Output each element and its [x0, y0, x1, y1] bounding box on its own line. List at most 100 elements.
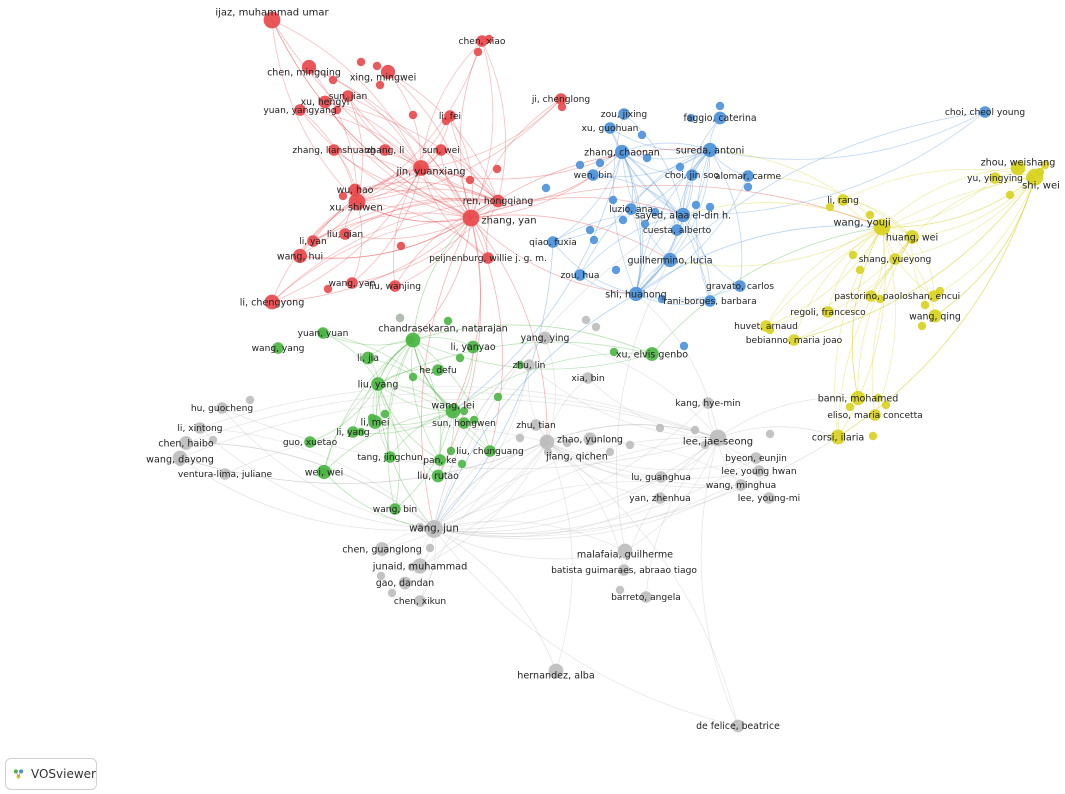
node-pastorino[interactable] — [865, 290, 877, 302]
node-jiangqc[interactable] — [539, 434, 555, 450]
node-sunjian[interactable] — [342, 90, 354, 102]
node-ventura[interactable] — [219, 468, 231, 480]
node-liyang[interactable] — [347, 426, 359, 438]
node-huangwei[interactable] — [905, 230, 919, 244]
node-chenxiao[interactable] — [476, 35, 488, 47]
node-choicy[interactable] — [979, 106, 991, 118]
node-defelice[interactable] — [731, 719, 745, 733]
node-chenmq[interactable] — [301, 59, 317, 75]
node-tangjc[interactable] — [384, 451, 396, 463]
node-faggio[interactable] — [713, 111, 727, 125]
node-regoli[interactable] — [822, 306, 834, 318]
node-xusw[interactable] — [348, 193, 366, 211]
node-licy[interactable] — [264, 294, 280, 310]
node-yuanyy[interactable] — [294, 104, 306, 116]
node-liuwj[interactable] — [389, 280, 401, 292]
node-zhouws[interactable] — [1010, 160, 1026, 176]
node-zhangyan[interactable] — [462, 209, 480, 227]
node-huguo[interactable] — [216, 402, 228, 414]
node-xiabin[interactable] — [582, 372, 594, 384]
node-wangmh[interactable] — [735, 479, 747, 491]
node-liyan[interactable] — [307, 235, 319, 247]
node-wenbin[interactable] — [587, 169, 599, 181]
node-xugh[interactable] — [604, 122, 616, 134]
node-chandra[interactable] — [405, 332, 421, 348]
node-luzio[interactable] — [625, 203, 637, 215]
node-zhaoyl[interactable] — [583, 432, 597, 446]
node-guilh[interactable] — [662, 252, 678, 268]
node-chenxk[interactable] — [414, 595, 426, 607]
node-cuesta[interactable] — [671, 224, 683, 236]
node-leeyh[interactable] — [753, 465, 765, 477]
node-banni[interactable] — [850, 390, 866, 406]
node-lixt[interactable] — [194, 422, 206, 434]
node-liucg[interactable] — [484, 445, 496, 457]
node-ijaz[interactable] — [263, 11, 281, 29]
node-zhangcn[interactable] — [614, 144, 630, 160]
node-wangyang[interactable] — [272, 342, 284, 354]
node-leeym[interactable] — [763, 492, 775, 504]
node-barreto[interactable] — [640, 591, 652, 603]
node-wangjun[interactable] — [425, 520, 443, 538]
node-yangying[interactable] — [538, 331, 552, 345]
node-yuanyuan[interactable] — [317, 327, 329, 339]
node-sunwei[interactable] — [435, 144, 447, 156]
node-shiwei[interactable] — [1026, 168, 1044, 186]
node-liuqian[interactable] — [339, 228, 351, 240]
node-yuyy[interactable] — [989, 172, 1001, 184]
node-choijs[interactable] — [686, 169, 698, 181]
node-rani[interactable] — [704, 295, 716, 307]
node-liuyang[interactable] — [371, 377, 385, 391]
node-malafaia[interactable] — [617, 543, 633, 559]
node-xuhy[interactable] — [318, 95, 332, 109]
node-leejs[interactable] — [709, 429, 727, 447]
node-chenhb[interactable] — [179, 436, 193, 450]
node-renhq[interactable] — [491, 194, 505, 208]
node-eliso[interactable] — [869, 409, 881, 421]
node-lirang[interactable] — [837, 194, 849, 206]
node-kanghm[interactable] — [702, 397, 714, 409]
node-chengl[interactable] — [375, 542, 389, 556]
node-hernandez[interactable] — [548, 663, 564, 679]
node-gaodd[interactable] — [398, 576, 412, 590]
node-zouhua[interactable] — [574, 269, 586, 281]
node-zhangli[interactable] — [379, 144, 391, 156]
node-limei[interactable] — [368, 415, 382, 429]
node-shangyy[interactable] — [889, 253, 901, 265]
node-xuelvis[interactable] — [645, 347, 659, 361]
node-zoujx[interactable] — [618, 108, 630, 120]
node-liyanyao[interactable] — [466, 340, 480, 354]
node-sureda[interactable] — [702, 142, 718, 158]
node-panke[interactable] — [434, 454, 446, 466]
node-alomar[interactable] — [742, 170, 754, 182]
node-byeon[interactable] — [750, 452, 762, 464]
node-huvet[interactable] — [760, 320, 772, 332]
node-wangyj[interactable] — [873, 218, 891, 236]
node-jichl[interactable] — [555, 93, 567, 105]
node-junaid[interactable] — [412, 558, 428, 574]
node-yanzh[interactable] — [654, 492, 666, 504]
vosviewer-badge[interactable]: VOSviewer — [5, 758, 97, 790]
node-bebianno[interactable] — [788, 334, 800, 346]
node-xing[interactable] — [380, 64, 396, 80]
node-gravato[interactable] — [734, 280, 746, 292]
node-guoxt[interactable] — [304, 436, 316, 448]
node-zhangls[interactable] — [328, 144, 340, 156]
node-wangdy[interactable] — [172, 450, 188, 466]
node-lifei[interactable] — [444, 110, 456, 122]
node-wanglei[interactable] — [445, 403, 461, 419]
node-weiwei[interactable] — [316, 464, 332, 480]
node-shanencui[interactable] — [928, 290, 940, 302]
node-liurt[interactable] — [431, 469, 445, 483]
node-batista[interactable] — [618, 564, 630, 576]
node-zhutian[interactable] — [530, 419, 542, 431]
node-zhulin[interactable] — [523, 359, 535, 371]
node-peijnen[interactable] — [482, 252, 494, 264]
node-wangqing[interactable] — [928, 309, 942, 323]
node-sayed[interactable] — [675, 207, 691, 223]
node-shihh[interactable] — [628, 286, 644, 302]
node-sunhw[interactable] — [458, 417, 470, 429]
node-lugh[interactable] — [655, 471, 667, 483]
node-qiaofx[interactable] — [547, 236, 559, 248]
